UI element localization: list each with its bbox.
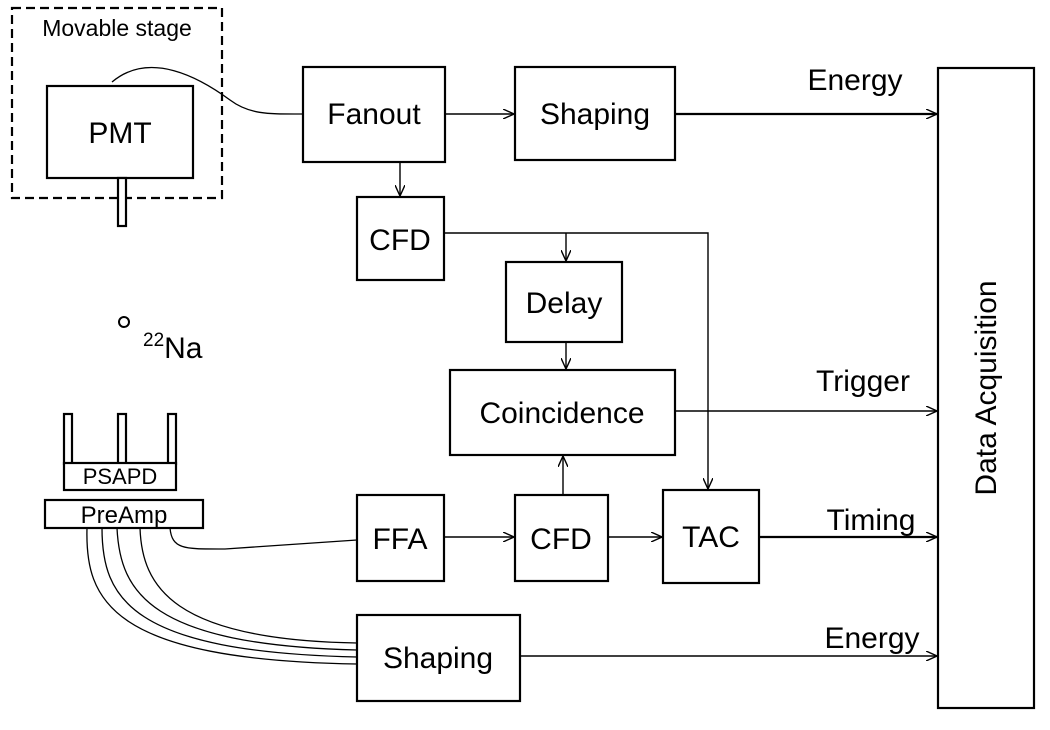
- source-label: 22Na: [143, 330, 203, 365]
- preamp-shaping-cable: [139, 527, 358, 644]
- timing-label: Timing: [827, 504, 916, 537]
- preamp-block: [43, 498, 205, 530]
- psapd-pin: [116, 412, 128, 466]
- data-acquisition-label: Data Acquisition: [970, 280, 1003, 495]
- cfd-bottom-block: [513, 493, 610, 583]
- coincidence-block: [448, 368, 677, 457]
- coincidence-label: Coincidence: [479, 397, 644, 430]
- tac-label: TAC: [682, 521, 740, 554]
- data-acquisition-block: [936, 66, 1036, 710]
- source-element: Na: [164, 332, 203, 365]
- psapd-block: [62, 461, 178, 492]
- source-mass-number: 22: [143, 330, 164, 351]
- fanout-block: [301, 65, 447, 164]
- preamp-ffa-cable: [169, 527, 358, 550]
- preamp-shaping-cable: [86, 527, 358, 665]
- cfd-top-label: CFD: [369, 224, 431, 257]
- preamp-shaping-cable: [101, 527, 358, 658]
- fanout-label: Fanout: [327, 98, 421, 131]
- preamp-shaping-cable: [116, 527, 358, 651]
- delay-block: [504, 260, 624, 344]
- ffa-label: FFA: [372, 523, 427, 556]
- cfd-top-block: [355, 195, 446, 282]
- energy-bottom-label: Energy: [824, 622, 919, 655]
- ffa-block: [355, 493, 446, 583]
- cfd-bottom-label: CFD: [530, 523, 592, 556]
- psapd-pin: [62, 412, 74, 466]
- shaping-top-label: Shaping: [540, 98, 650, 131]
- trigger-label: Trigger: [816, 365, 910, 398]
- psapd-pin: [166, 412, 178, 466]
- psapd-label: PSAPD: [83, 464, 158, 489]
- source-marker: [118, 316, 130, 328]
- shaping-bottom-block: [355, 613, 522, 703]
- shaping-bottom-label: Shaping: [383, 642, 493, 675]
- tac-block: [661, 488, 761, 585]
- energy-top-label: Energy: [807, 64, 902, 97]
- shaping-top-block: [513, 65, 677, 162]
- movable-stage-label: Movable stage: [42, 15, 192, 41]
- pmt-label: PMT: [88, 117, 151, 150]
- pmt-pin: [116, 176, 128, 228]
- cfd-to-tac-arrow: [444, 232, 708, 489]
- preamp-label: PreAmp: [81, 502, 168, 529]
- delay-label: Delay: [526, 287, 603, 320]
- pmt-cable: [111, 66, 304, 115]
